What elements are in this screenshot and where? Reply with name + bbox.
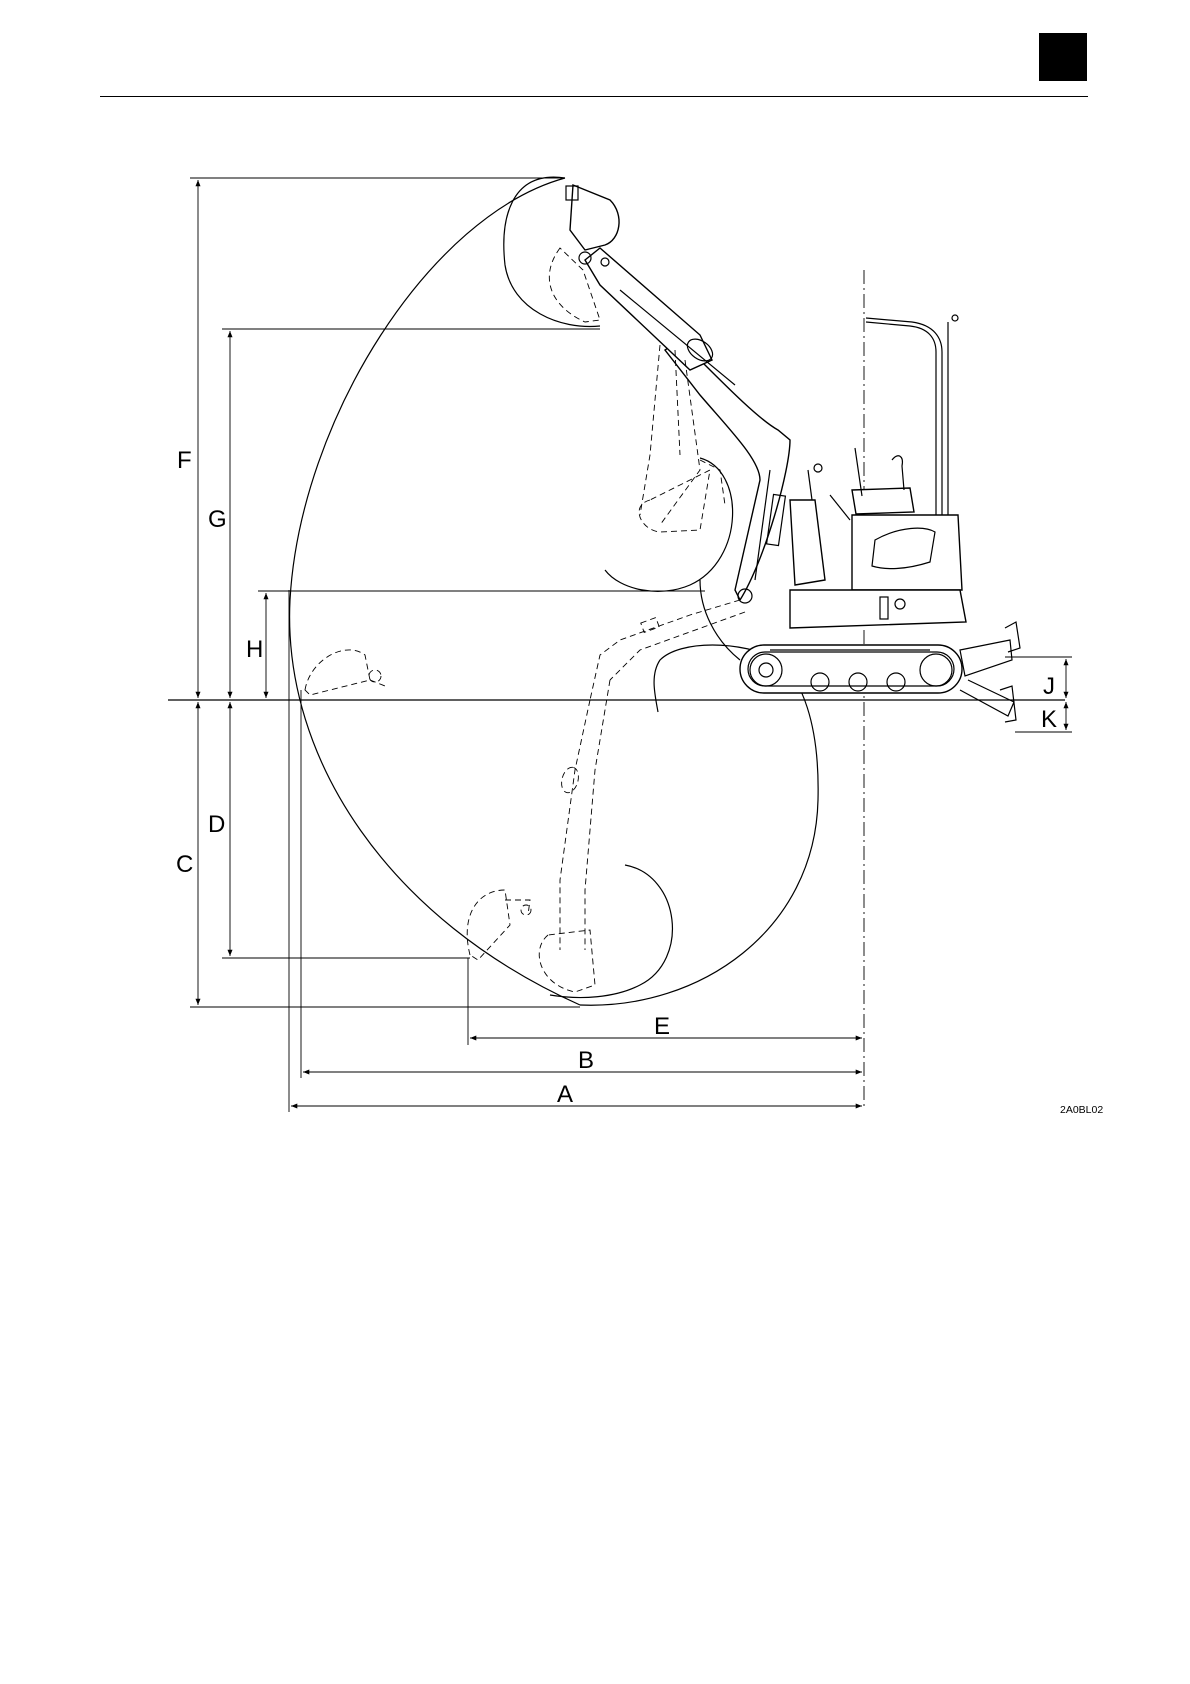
figure-code: 2A0BL02 (1060, 1104, 1103, 1116)
label-K: K (1041, 706, 1057, 733)
label-F: F (177, 447, 192, 474)
dimension-arrows (198, 180, 1066, 1106)
label-H: H (246, 636, 263, 663)
boom-arm-main (566, 185, 790, 603)
label-A: A (557, 1081, 573, 1108)
label-D: D (208, 811, 225, 838)
label-G: G (208, 506, 227, 533)
label-B: B (578, 1047, 594, 1074)
dimension-labels: F G H D C E B A J K 2A0BL02 (176, 447, 1103, 1116)
label-J: J (1043, 673, 1055, 700)
label-E: E (654, 1013, 670, 1040)
label-C: C (176, 851, 193, 878)
